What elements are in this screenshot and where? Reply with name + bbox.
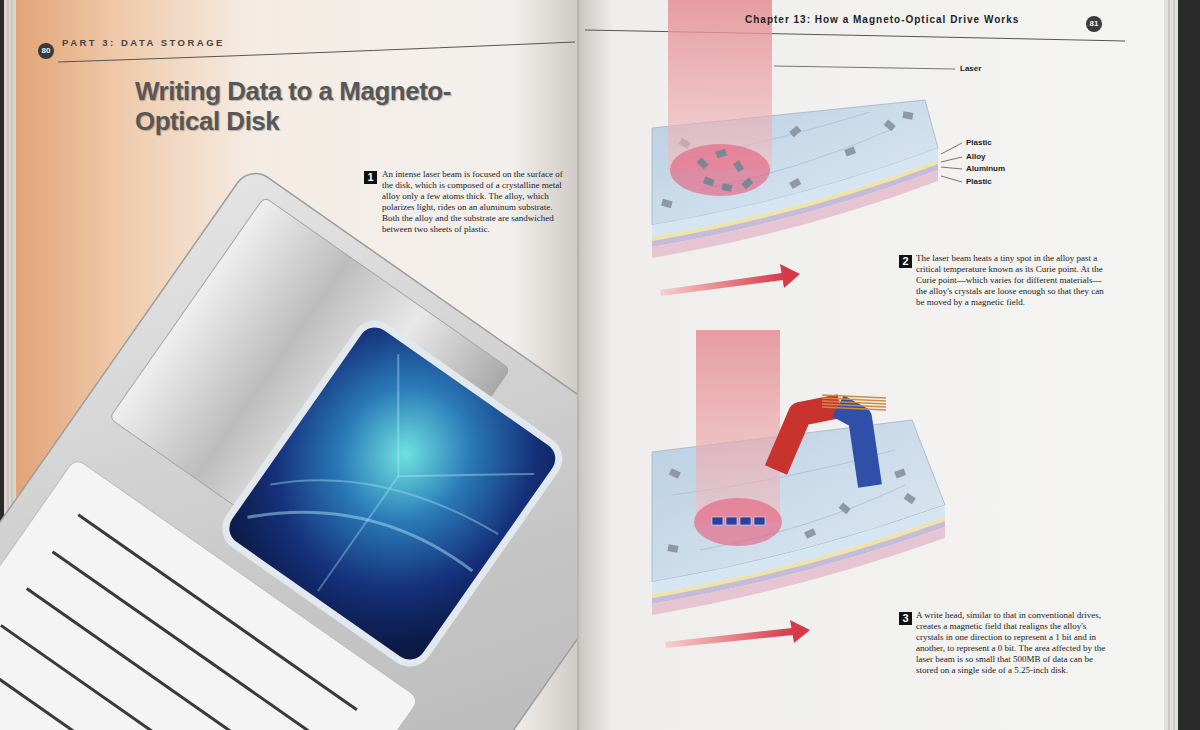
coil-wire bbox=[822, 401, 886, 404]
plastic-layer bbox=[652, 527, 945, 615]
rotation-arrow bbox=[660, 273, 783, 296]
disk-slab bbox=[652, 0, 938, 258]
page-stack-line bbox=[1169, 0, 1170, 730]
part-label: Laser bbox=[960, 64, 981, 74]
page-number: 80 bbox=[38, 43, 54, 59]
label-line bbox=[78, 515, 357, 710]
alloy-layer bbox=[652, 517, 945, 598]
leader-line bbox=[941, 143, 962, 154]
disk-streak bbox=[398, 411, 534, 540]
crystal bbox=[697, 157, 709, 169]
callout-number: 2 bbox=[899, 255, 912, 268]
part-label: Aluminum bbox=[966, 164, 1005, 174]
header-rule bbox=[585, 30, 1125, 41]
rotation-arrow bbox=[665, 628, 793, 648]
label-line bbox=[1, 625, 280, 730]
crystal bbox=[884, 119, 896, 131]
disk-case bbox=[0, 165, 577, 730]
crystal bbox=[733, 160, 744, 172]
crystal bbox=[669, 468, 681, 479]
crystal bbox=[703, 176, 715, 186]
node-text: 2 bbox=[902, 256, 908, 267]
callout-number: 1 bbox=[364, 171, 377, 184]
part-label: Plastic bbox=[966, 138, 992, 148]
step-text: A write head, similar to that in convent… bbox=[916, 610, 1108, 676]
page-number: 81 bbox=[1086, 16, 1102, 32]
book-gutter bbox=[577, 0, 579, 730]
leader-line bbox=[941, 157, 962, 162]
disk-label bbox=[0, 458, 420, 730]
step-text: An intense laser beam is focused on the … bbox=[382, 169, 572, 235]
disk-slab bbox=[652, 330, 945, 615]
crystal bbox=[789, 178, 801, 189]
crystal bbox=[721, 183, 732, 192]
write-head-magnet bbox=[776, 395, 886, 486]
rotation-arrowhead bbox=[780, 264, 800, 288]
crystal bbox=[789, 125, 801, 137]
crystal bbox=[894, 468, 906, 478]
aligned-crystal bbox=[740, 517, 751, 525]
laser-spot bbox=[694, 498, 782, 546]
rotation-arrowhead bbox=[790, 620, 810, 643]
disk-streak bbox=[341, 354, 456, 476]
aligned-crystal bbox=[726, 517, 737, 525]
crystal bbox=[741, 177, 753, 189]
part-label: Alloy bbox=[966, 152, 986, 162]
aluminum-layer bbox=[652, 521, 945, 604]
node-text: 80 bbox=[42, 47, 51, 55]
coil-wire bbox=[822, 404, 886, 407]
leader-line bbox=[774, 66, 955, 69]
header-text: Chapter 13: How a Magneto-Optical Drive … bbox=[745, 14, 1019, 25]
floppy-disk-body bbox=[0, 165, 577, 730]
label-line bbox=[0, 699, 228, 730]
header-text: PART 3: DATA STORAGE bbox=[62, 37, 225, 48]
crystal bbox=[667, 544, 678, 553]
laser-spot bbox=[670, 144, 770, 196]
laser-beam bbox=[696, 330, 780, 522]
magnet-pole bbox=[776, 406, 840, 470]
crystal bbox=[661, 199, 672, 208]
node-text: 1 bbox=[367, 172, 373, 183]
coil-wire bbox=[822, 398, 886, 401]
label-line bbox=[27, 589, 306, 730]
crystal bbox=[839, 502, 851, 514]
crystal bbox=[804, 528, 816, 539]
page-stack-line bbox=[1174, 0, 1175, 730]
node-text: 81 bbox=[1090, 20, 1099, 28]
coil-wire bbox=[822, 407, 886, 410]
aligned-crystal bbox=[712, 517, 723, 525]
floppy-disk bbox=[0, 165, 577, 730]
disk-track bbox=[270, 411, 498, 608]
node-text: 3 bbox=[902, 613, 908, 624]
page-title: Writing Data to a Magneto-Optical Disk bbox=[135, 76, 465, 136]
coil-wire bbox=[822, 395, 886, 398]
right-page bbox=[578, 0, 1164, 730]
part-label: Plastic bbox=[966, 177, 992, 187]
magnet-pole bbox=[838, 406, 870, 486]
step-text: The laser beam heats a tiny spot in the … bbox=[916, 253, 1106, 308]
disk-streak bbox=[318, 476, 398, 591]
crystal bbox=[904, 493, 916, 504]
label-line bbox=[0, 662, 254, 730]
leader-line bbox=[941, 176, 962, 182]
crystal bbox=[715, 149, 726, 158]
crystal bbox=[902, 111, 913, 120]
leader-line bbox=[941, 167, 962, 169]
page-stack bbox=[1164, 0, 1178, 730]
callout-number: 3 bbox=[899, 612, 912, 625]
crystal bbox=[844, 146, 856, 156]
aligned-crystal bbox=[754, 517, 765, 525]
